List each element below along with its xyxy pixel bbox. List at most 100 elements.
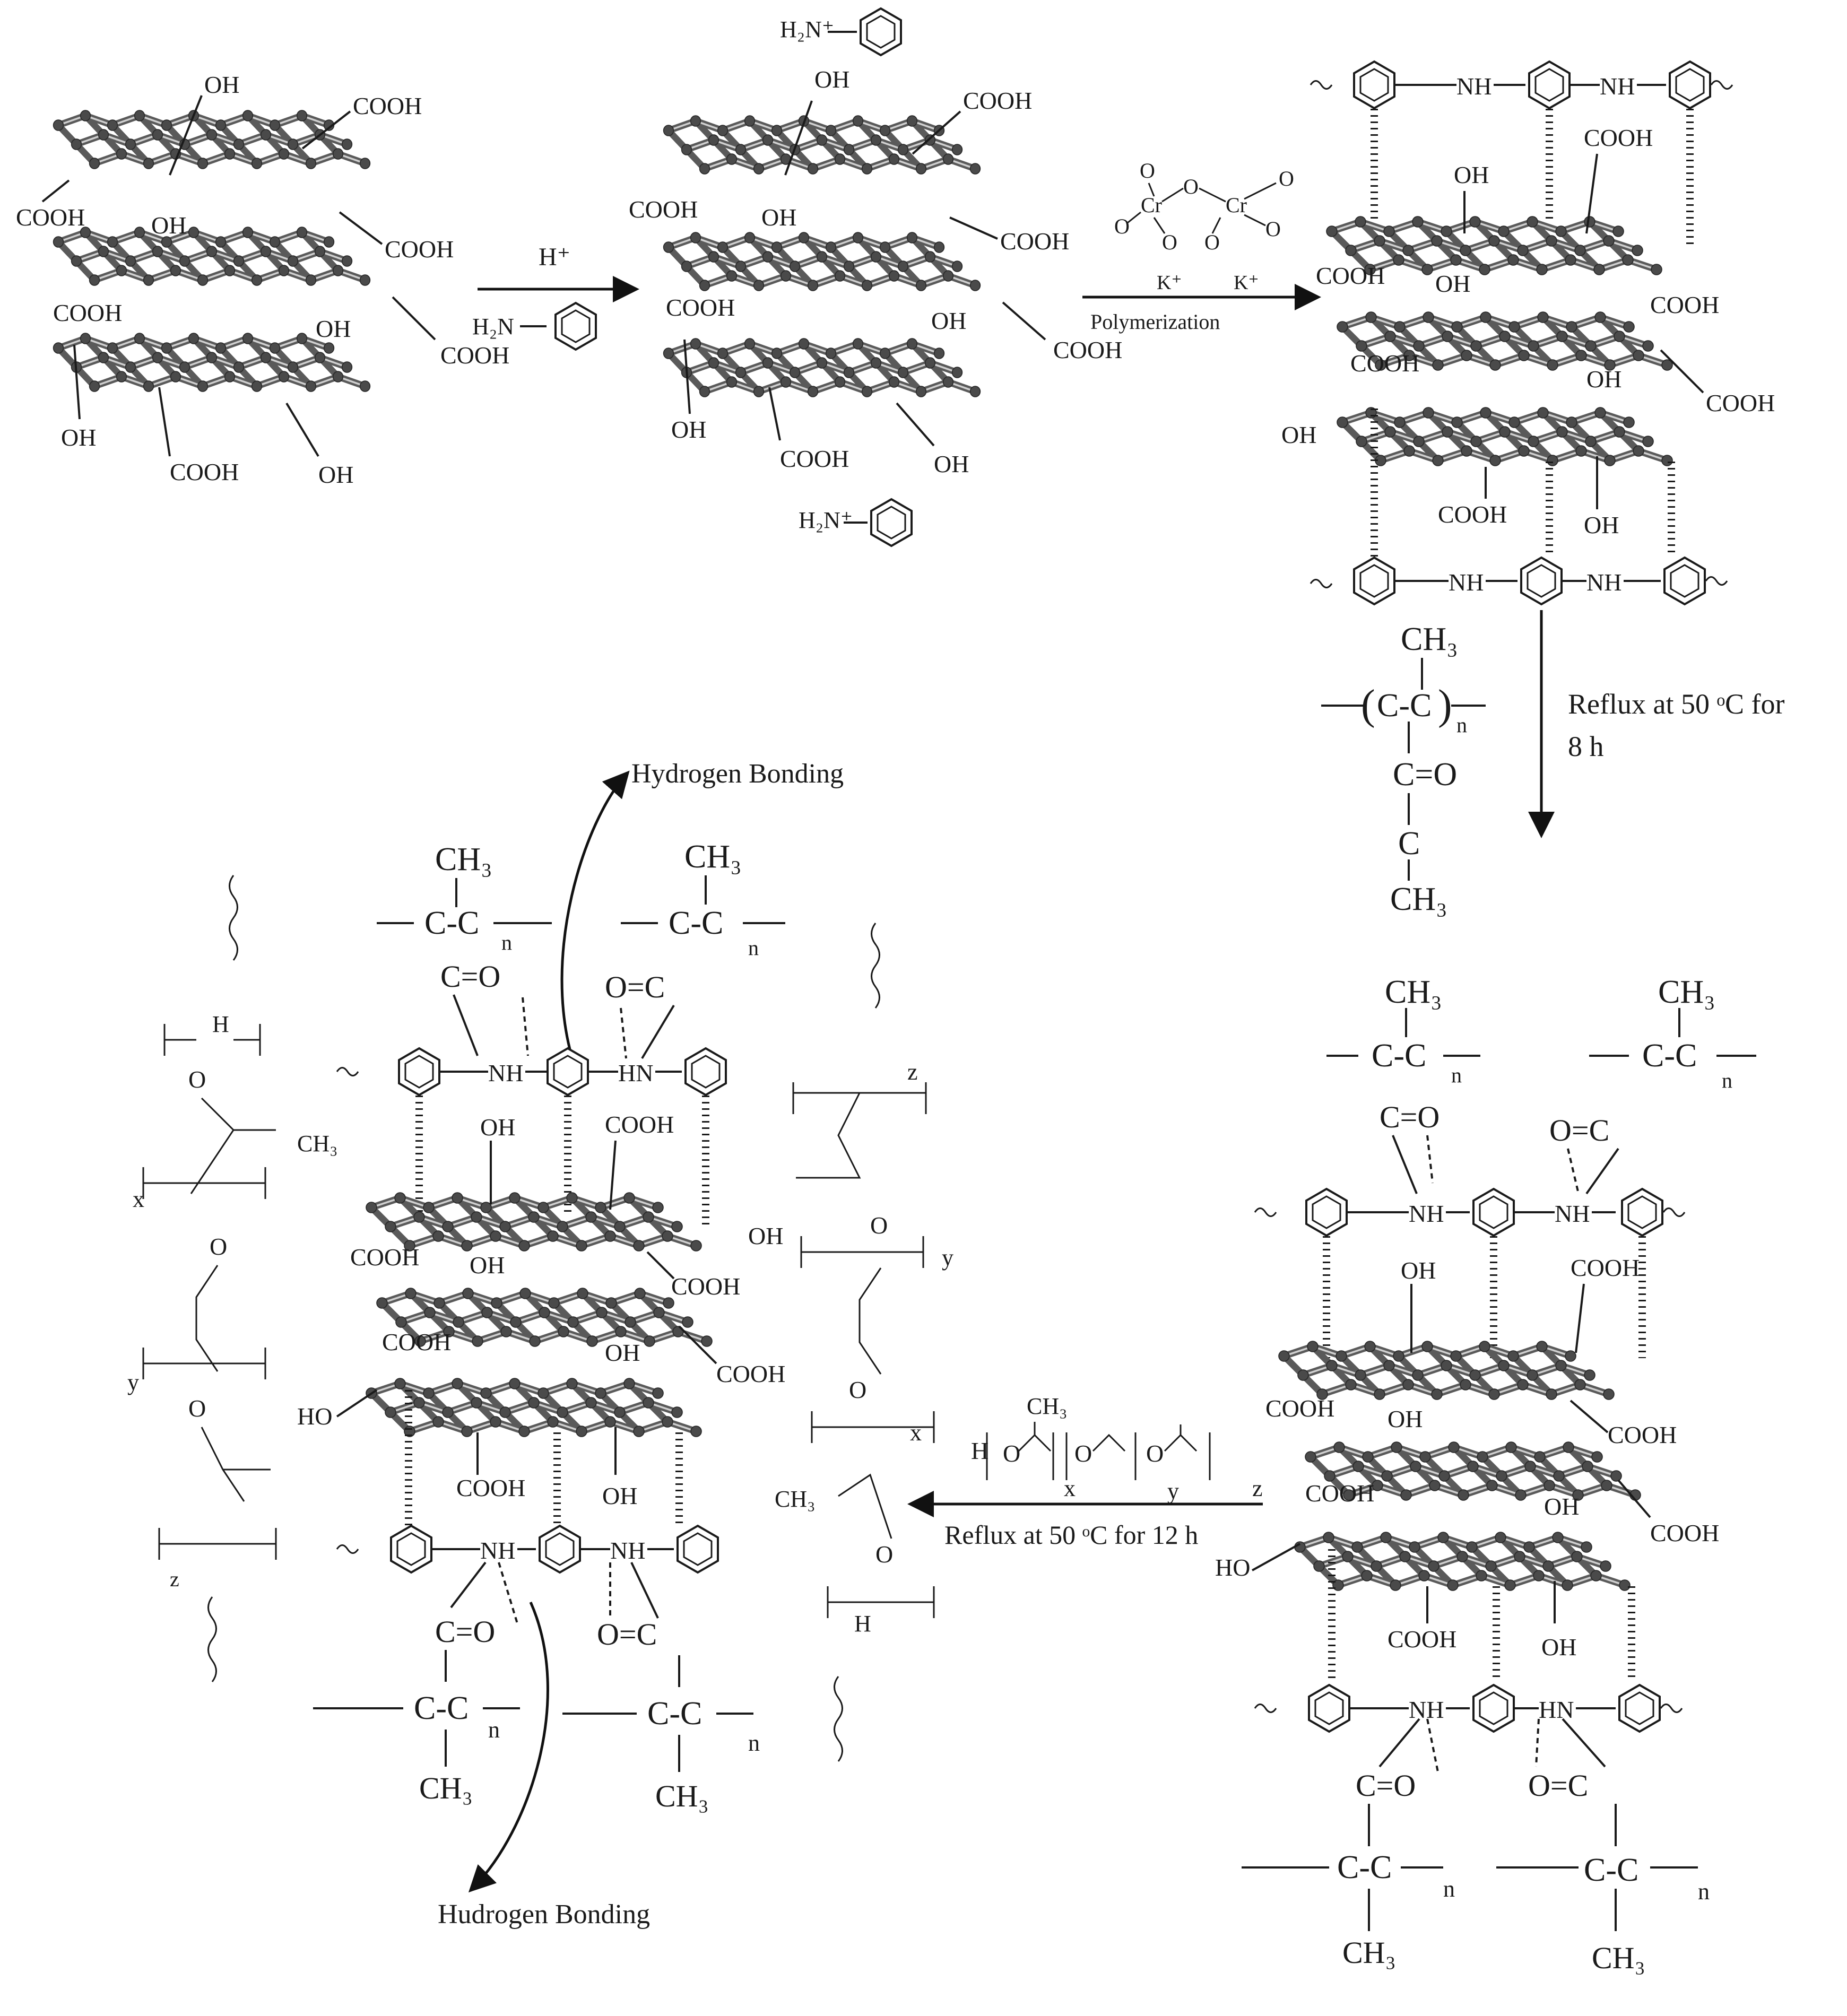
svg-text:z: z <box>170 1567 179 1591</box>
svg-text:x: x <box>910 1420 922 1446</box>
svg-text:O: O <box>1204 230 1220 254</box>
dichromate-structure: Cr Cr O O O O O O O K⁺ K⁺ <box>1114 159 1294 294</box>
svg-text:NH: NH <box>480 1537 515 1564</box>
svg-text:C-C: C-C <box>1337 1849 1392 1885</box>
svg-text:n: n <box>1698 1879 1710 1905</box>
svg-text:y: y <box>1167 1478 1179 1504</box>
stage-anilinium-go: H₂N⁺ OH COOH COOH OH COOH COOH OH COOH O… <box>629 7 1122 547</box>
p-oh-1: OH <box>1454 161 1489 188</box>
a-cooh-6: COOH <box>780 445 849 472</box>
a-oh-1: OH <box>814 66 849 93</box>
go-cooh-4: COOH <box>53 299 122 326</box>
svg-text:COOH: COOH <box>456 1474 525 1501</box>
svg-text:O: O <box>1146 1440 1164 1467</box>
svg-text:O: O <box>1183 175 1199 198</box>
go-cooh-2: COOH <box>16 204 85 231</box>
svg-text:COOH: COOH <box>1571 1254 1640 1281</box>
reflux-8h-line1: Reflux at 50 ᵒC for <box>1568 688 1784 720</box>
go-oh-3: OH <box>316 315 351 342</box>
svg-text:C=O: C=O <box>1356 1768 1416 1803</box>
svg-text:O=C: O=C <box>597 1617 657 1652</box>
reagent-h2n: H₂N <box>472 314 514 340</box>
pmma-reagent: CH₃ C-C ( ) n C=O C CH₃ <box>1321 621 1486 917</box>
svg-text:x: x <box>133 1186 144 1212</box>
svg-text:n: n <box>501 931 512 954</box>
stage-pani-go: NH NH OH COOH COOH OH COOH COOH OH COOH … <box>1281 60 1775 605</box>
a-cooh-3: COOH <box>1000 228 1069 255</box>
svg-text:O=C: O=C <box>605 970 665 1004</box>
svg-text:CH₃: CH₃ <box>1385 974 1442 1010</box>
p-cooh-2: COOH <box>1316 262 1385 289</box>
go-cooh-1: COOH <box>353 92 422 119</box>
a-cooh-2: COOH <box>629 196 698 223</box>
stage-graphene-oxide: OH COOH COOH OH COOH COOH OH COOH OH COO… <box>16 71 509 488</box>
svg-text:COOH: COOH <box>1305 1480 1374 1507</box>
p-cooh-5: COOH <box>1706 389 1775 416</box>
svg-text:OH: OH <box>602 1482 637 1509</box>
p-cooh-4: COOH <box>1350 350 1419 377</box>
svg-text:C-C: C-C <box>424 905 479 941</box>
svg-text:z: z <box>907 1059 918 1085</box>
stage-final-composite: Hydrogen Bonding CH₃ C-C n C=O CH₃ C-C n… <box>127 759 953 1930</box>
svg-text:OH: OH <box>480 1114 515 1141</box>
a-cooh-1: COOH <box>963 87 1032 114</box>
svg-text:CH₃: CH₃ <box>435 841 492 877</box>
svg-text:OH: OH <box>1541 1633 1576 1661</box>
svg-text:C-C: C-C <box>647 1696 702 1732</box>
svg-text:COOH: COOH <box>1650 1519 1719 1546</box>
a-cooh-4: COOH <box>666 294 735 321</box>
svg-text:C-C: C-C <box>1642 1038 1697 1074</box>
svg-text:NH: NH <box>1409 1696 1444 1723</box>
svg-text:O: O <box>849 1376 866 1403</box>
svg-text:O=C: O=C <box>1528 1768 1588 1803</box>
arrow-acid-aniline: H⁺ H₂N <box>472 243 639 351</box>
svg-text:C-C: C-C <box>414 1690 469 1726</box>
a-oh-4: OH <box>671 416 706 443</box>
svg-text:CH₃: CH₃ <box>775 1486 815 1512</box>
p-oh-4: OH <box>1281 421 1316 448</box>
pani-nh-3: NH <box>1449 569 1484 596</box>
p-cooh-1: COOH <box>1584 124 1653 151</box>
svg-text:O: O <box>188 1066 206 1093</box>
svg-text:CH₃: CH₃ <box>1342 1935 1396 1970</box>
go-oh-2: OH <box>151 212 186 239</box>
svg-text:OH: OH <box>748 1222 783 1249</box>
a-oh-2: OH <box>761 204 796 231</box>
svg-text:O: O <box>1114 214 1130 238</box>
svg-text:COOH: COOH <box>1388 1626 1456 1653</box>
go-oh-1: OH <box>204 71 239 98</box>
svg-text:HN: HN <box>618 1059 653 1087</box>
reflux-8h-line2: 8 h <box>1568 731 1604 762</box>
p-cooh-6: COOH <box>1438 501 1507 528</box>
svg-text:HO: HO <box>297 1403 332 1430</box>
go-cooh-5: COOH <box>440 342 509 369</box>
svg-text:CH₃: CH₃ <box>684 839 742 875</box>
svg-text:CH₃: CH₃ <box>1658 974 1715 1010</box>
svg-text:CH₃: CH₃ <box>297 1131 337 1157</box>
svg-text:H: H <box>212 1011 229 1037</box>
svg-text:NH: NH <box>1555 1200 1590 1227</box>
svg-text:O: O <box>1279 167 1294 190</box>
svg-text:O: O <box>1074 1440 1092 1467</box>
pmma-carbonyl: C=O <box>1393 757 1457 793</box>
svg-text:HN: HN <box>1539 1696 1574 1723</box>
anilinium-bottom: H₂N⁺ <box>799 507 853 533</box>
svg-text:HO: HO <box>1215 1554 1250 1581</box>
hydrogen-bonding-top: Hydrogen Bonding <box>631 759 844 789</box>
svg-text:OH: OH <box>1401 1257 1436 1284</box>
svg-text:C-C: C-C <box>1584 1852 1638 1888</box>
pani-nh-4: NH <box>1586 569 1621 596</box>
go-cooh-3: COOH <box>385 236 454 263</box>
svg-text:z: z <box>1252 1475 1263 1501</box>
svg-text:CH₃: CH₃ <box>1592 1941 1645 1975</box>
copolymer-formula: H O CH₃ x O O y z <box>971 1393 1263 1504</box>
polymerization-label: Polymerization <box>1090 310 1220 334</box>
go-oh-4: OH <box>61 424 96 451</box>
svg-text:n: n <box>748 936 759 960</box>
go-cooh-6: COOH <box>170 458 239 485</box>
svg-text:O: O <box>875 1541 893 1568</box>
svg-text:NH: NH <box>1409 1200 1444 1227</box>
svg-text:COOH: COOH <box>382 1328 451 1355</box>
pmma-backbone: C-C <box>1377 688 1432 724</box>
